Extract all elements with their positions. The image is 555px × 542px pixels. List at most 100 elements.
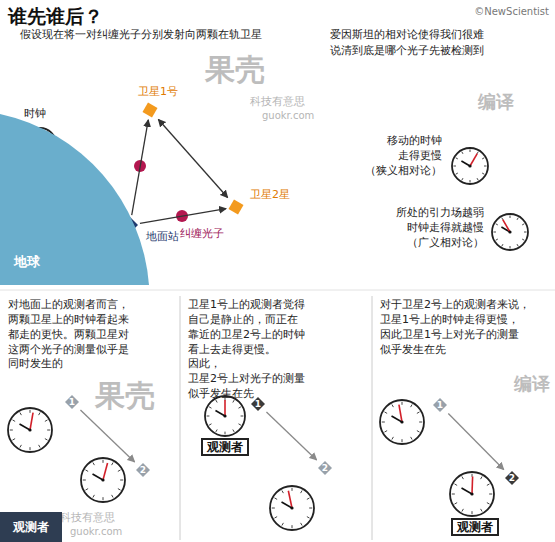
clock-hand bbox=[462, 488, 472, 494]
clock-tick bbox=[411, 437, 413, 440]
clock-tick bbox=[120, 480, 123, 481]
clock-tick bbox=[452, 494, 455, 495]
clock-tick bbox=[233, 430, 234, 432]
watermark: guokr.com bbox=[70, 526, 122, 537]
clock-pin bbox=[508, 230, 511, 233]
watermark: 编译 bbox=[514, 372, 550, 396]
clock-tick bbox=[93, 462, 95, 465]
clock-pin bbox=[468, 164, 471, 167]
clock-tick bbox=[45, 439, 48, 441]
clock-tick bbox=[207, 416, 210, 417]
clock-tick bbox=[103, 497, 104, 500]
node-text: 1 bbox=[251, 397, 265, 411]
clock-tick bbox=[384, 431, 387, 433]
clock-tick bbox=[292, 525, 293, 528]
clock-tick bbox=[402, 402, 403, 405]
clock-tick bbox=[472, 511, 473, 514]
panel-divider bbox=[0, 290, 555, 291]
clock-second-hand bbox=[103, 463, 108, 480]
title: 谁先谁后？ bbox=[8, 4, 103, 30]
clock-hand bbox=[215, 411, 225, 417]
clock-tick bbox=[462, 509, 464, 512]
clock-tick bbox=[417, 431, 420, 433]
connector-arrow bbox=[266, 412, 316, 460]
clock-tick bbox=[454, 503, 457, 505]
watermark: 科技有意思 bbox=[250, 94, 305, 109]
clock-tick bbox=[524, 232, 527, 233]
clock-tick bbox=[496, 239, 498, 240]
clock-tick bbox=[85, 489, 88, 491]
clock-tick bbox=[241, 416, 244, 417]
clock-tick bbox=[462, 178, 463, 180]
clock-tick bbox=[482, 173, 484, 174]
clock-tick bbox=[510, 215, 511, 218]
earth: 地球 bbox=[0, 95, 150, 285]
intro-text: 假设现在将一对纠缠光子分别发射向两颗在轨卫星 bbox=[20, 27, 262, 42]
connector-arrow bbox=[132, 120, 149, 215]
satellite-icon: 1 bbox=[433, 398, 447, 412]
clock-face bbox=[380, 400, 424, 444]
clock-face bbox=[270, 486, 314, 530]
clock-tick bbox=[419, 422, 422, 423]
clock-tick bbox=[392, 404, 394, 407]
clock-tick bbox=[392, 437, 394, 440]
clock-face bbox=[81, 458, 125, 502]
clock-tick bbox=[20, 445, 22, 448]
watermark: 果壳 bbox=[205, 50, 265, 91]
clock-tick bbox=[481, 509, 483, 512]
node-text: 地球 bbox=[14, 253, 40, 271]
clock-tick bbox=[453, 166, 456, 167]
satellite-body bbox=[433, 398, 447, 412]
clock-tick bbox=[118, 470, 121, 472]
clock-tick bbox=[456, 173, 458, 174]
clock-tick bbox=[481, 476, 483, 479]
satellite-body bbox=[228, 199, 243, 214]
clock-tick bbox=[12, 420, 15, 422]
watermark: 果壳 bbox=[95, 376, 155, 417]
clock-tick bbox=[209, 424, 211, 425]
node-text: 卫星2星 bbox=[250, 187, 290, 202]
clock-tick bbox=[47, 430, 50, 431]
note-text: 爱因斯坦的相对论使得我们很难 说清到底是哪个光子先被检测到 bbox=[330, 27, 484, 59]
clock-tick bbox=[470, 149, 471, 152]
connector-arrow bbox=[140, 209, 226, 224]
clock-tick bbox=[402, 439, 403, 442]
clock-tick bbox=[216, 400, 217, 402]
clock-group bbox=[8, 396, 494, 530]
node-text: 1 bbox=[65, 395, 79, 409]
observer-box: 观测者 bbox=[201, 438, 249, 456]
satellite: 卫星1号 bbox=[142, 102, 158, 118]
clock-tick bbox=[477, 178, 478, 180]
clock-pin bbox=[290, 506, 293, 509]
clock-tick bbox=[20, 412, 22, 415]
clock-tick bbox=[12, 439, 15, 441]
node-text: 2 bbox=[318, 461, 332, 475]
clock-tick bbox=[493, 232, 496, 233]
satellite-icon: 1 bbox=[251, 397, 265, 411]
clock-face bbox=[452, 148, 488, 184]
clock-tick bbox=[93, 495, 95, 498]
node-text: 地面站 bbox=[146, 229, 179, 244]
photon-label: 纠缠光子 bbox=[180, 226, 224, 241]
watermark: 编译 bbox=[478, 90, 514, 114]
clock-tick bbox=[112, 462, 114, 465]
clock: 移动的时钟 走得更慢 （狭义相对论） bbox=[450, 146, 490, 186]
clock-tick bbox=[517, 244, 518, 246]
satellite-icon: 2 bbox=[136, 463, 150, 477]
clock-second-hand bbox=[288, 491, 292, 508]
observer-label: 观测者 bbox=[0, 512, 62, 542]
clock-second-hand bbox=[503, 220, 510, 232]
earth-body bbox=[0, 114, 149, 285]
clock-second-hand bbox=[399, 405, 402, 422]
connector-arrow bbox=[80, 410, 134, 462]
watermark: guokr.com bbox=[262, 110, 314, 121]
node-text: 2 bbox=[505, 471, 519, 485]
clock-tick bbox=[103, 460, 104, 463]
clock-pin bbox=[470, 492, 473, 495]
node-text: 2 bbox=[136, 463, 150, 477]
clock-tick bbox=[502, 218, 503, 220]
clock-tick bbox=[522, 239, 524, 240]
clock-tick bbox=[39, 412, 41, 415]
clock-tick bbox=[489, 494, 492, 495]
clock-tick bbox=[45, 420, 48, 422]
